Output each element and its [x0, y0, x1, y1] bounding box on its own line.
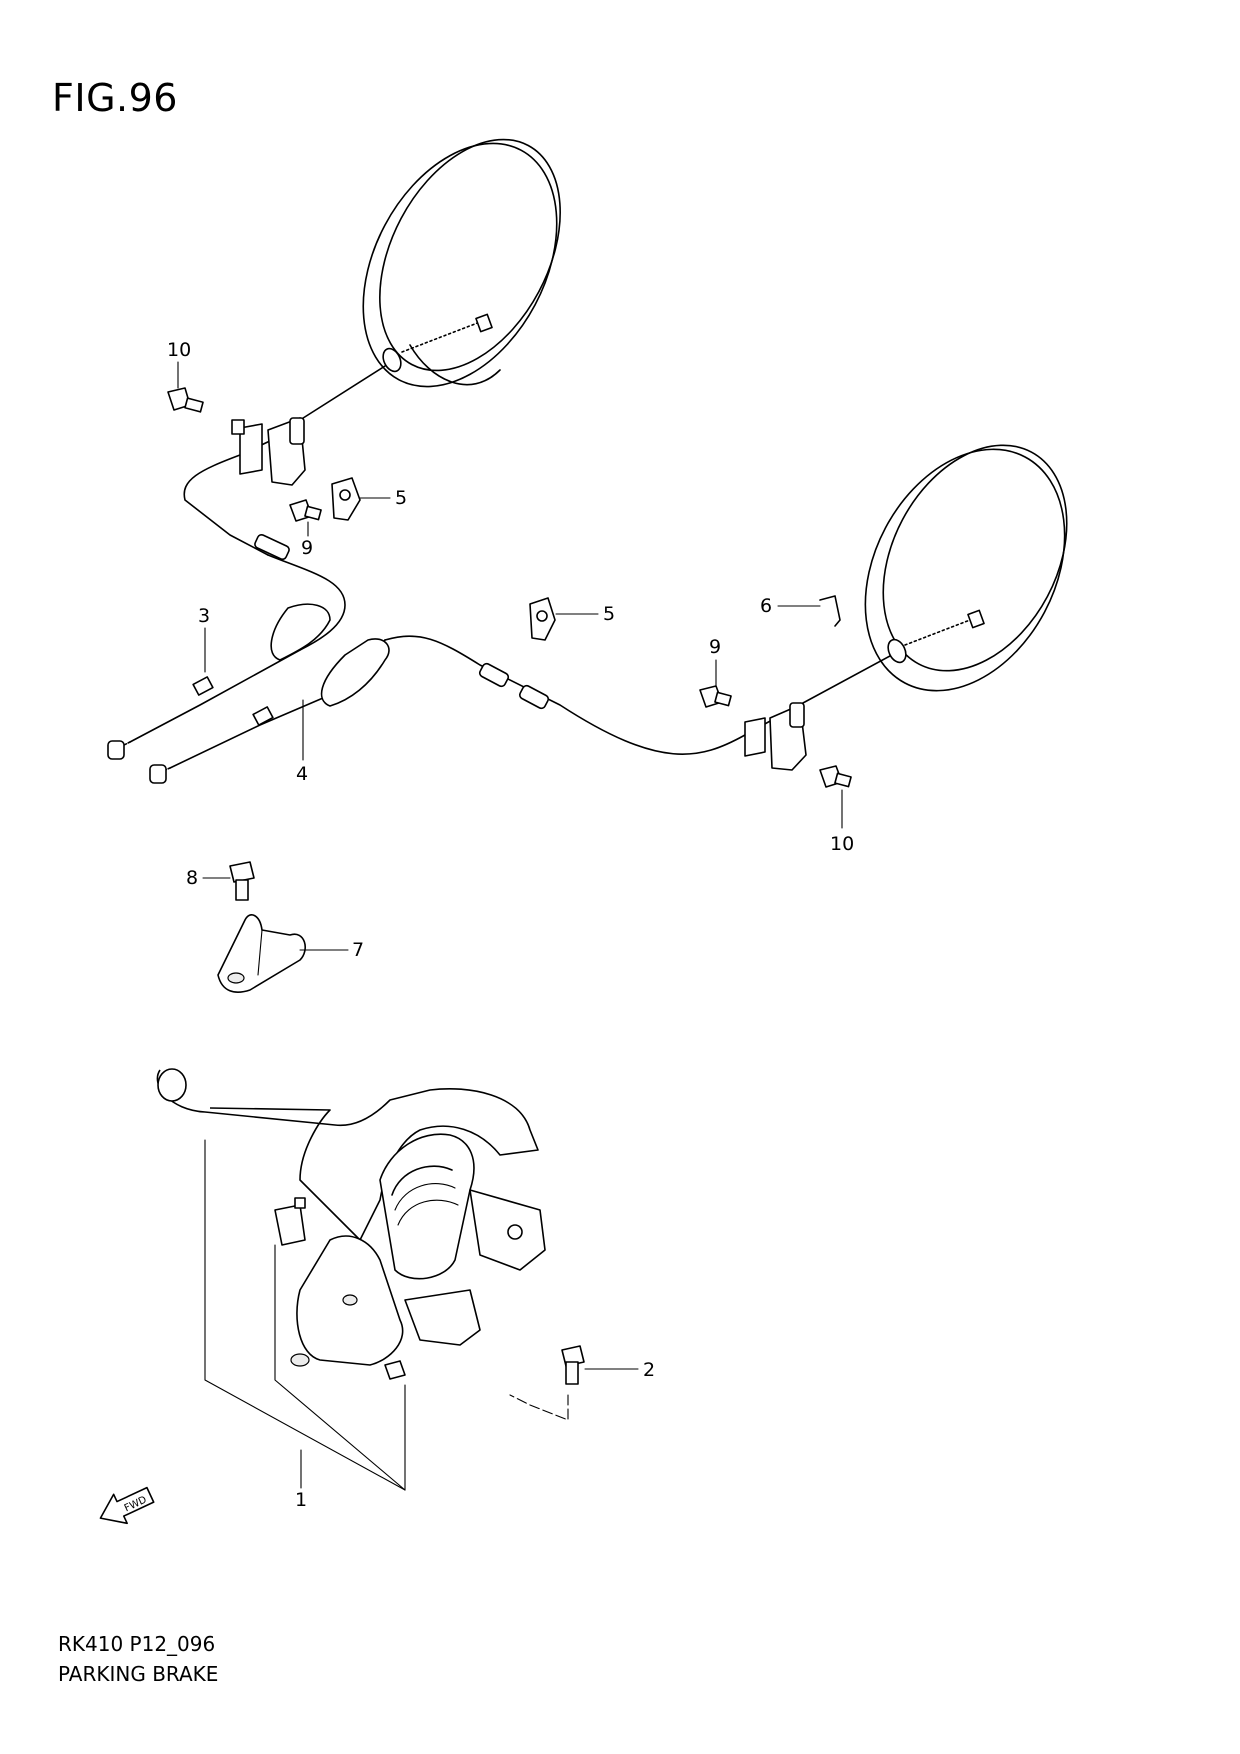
callout-5-upper: 5 — [395, 487, 407, 509]
callout-6: 6 — [760, 595, 772, 617]
bolt-8 — [229, 861, 255, 901]
parking-brake-lever — [156, 1068, 546, 1380]
callout-1: 1 — [295, 1489, 307, 1511]
bolt-9-upper — [289, 499, 322, 522]
brake-drum-left — [362, 138, 561, 388]
bracket-right — [744, 702, 807, 771]
bolt-2 — [561, 1345, 585, 1385]
callout-2: 2 — [643, 1359, 655, 1381]
part-1-group-lines — [204, 1139, 569, 1491]
bracket-left — [231, 417, 306, 486]
model-code: RK410 P12_096 — [58, 1632, 216, 1656]
clip-5-upper — [331, 477, 361, 521]
brake-drum-right — [864, 444, 1068, 692]
section-name: PARKING BRAKE — [58, 1662, 219, 1686]
callout-9-lower: 9 — [709, 636, 721, 658]
callout-3: 3 — [198, 605, 210, 627]
callout-10-upper: 10 — [167, 339, 191, 361]
bolt-9-lower — [699, 685, 732, 708]
figure-title: FIG.96 — [52, 76, 178, 120]
bracket-7 — [217, 914, 306, 993]
bolt-10-lower — [819, 765, 852, 788]
callout-7: 7 — [352, 939, 364, 961]
callout-4: 4 — [296, 763, 308, 785]
fwd-arrow-icon: FWD — [99, 1486, 155, 1525]
cable-right — [149, 609, 985, 784]
cable-left — [107, 313, 493, 760]
callout-10-lower: 10 — [830, 833, 854, 855]
callout-9-upper: 9 — [301, 537, 313, 559]
callout-8: 8 — [186, 867, 198, 889]
callout-5-middle: 5 — [603, 603, 615, 625]
clip-5-middle — [529, 597, 556, 641]
bolt-10-upper — [167, 387, 204, 413]
callouts: 10 5 9 3 4 5 6 9 10 8 7 2 1 — [167, 339, 854, 1511]
spring-clip-6 — [819, 595, 841, 627]
